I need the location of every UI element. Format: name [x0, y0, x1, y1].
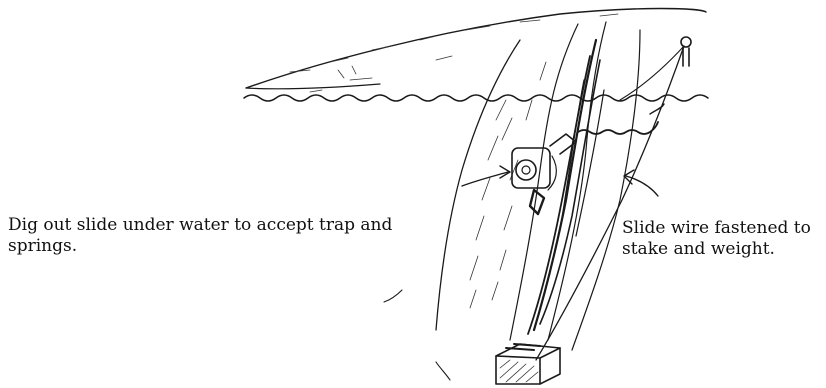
far-bank-outline [246, 9, 706, 89]
slide-annotation-line1: Dig out slide under water to accept trap… [8, 215, 392, 236]
bank-slope-hatching [470, 62, 546, 308]
slide-annotation-line2: springs. [8, 236, 392, 257]
far-bank-hatching [290, 14, 618, 92]
wire-annotation-line1: Slide wire fastened to [622, 218, 811, 239]
water-surface-line [244, 95, 708, 101]
weight-hatching [500, 360, 538, 382]
slide-wire [536, 46, 684, 360]
wire-annotation-label: Slide wire fastened to stake and weight. [622, 218, 811, 260]
slide-annotation-label: Dig out slide under water to accept trap… [8, 215, 392, 257]
far-bank-lower-edge [246, 84, 380, 89]
bank-left-edge [436, 40, 520, 330]
trap-pointer-arrow [462, 166, 510, 186]
weight-block [496, 344, 560, 384]
ground-line-2 [384, 290, 402, 302]
bank-right-edge [572, 30, 640, 350]
wire-annotation-line2: stake and weight. [622, 239, 811, 260]
ground-line [436, 362, 450, 380]
